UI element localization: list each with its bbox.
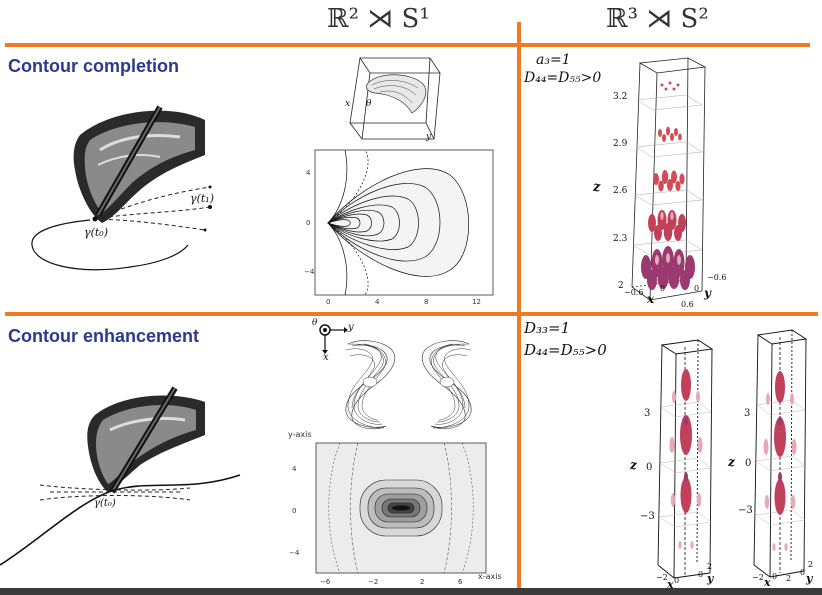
glyphs-level-5 [641, 246, 695, 290]
enhancement-ztick-neg3: −3 [640, 511, 655, 522]
completion-ytick-0: 0 [306, 219, 311, 227]
enh2-ytick-zero: 0 [800, 568, 806, 577]
title-contour-completion: Contour completion [8, 56, 179, 76]
enh2-y-label: y [806, 572, 813, 585]
glyphs-level-3 [653, 170, 685, 192]
label-gamma-t0-enhancement: γ(t₀) [94, 498, 116, 509]
enh2-ytick-pos: 2 [808, 560, 814, 569]
completion-xtick-8: 8 [424, 298, 429, 306]
header-left-group: ℝ² ⋊ S¹ [327, 4, 430, 34]
bottom-bar [0, 588, 822, 595]
completion-xtick-12: 12 [472, 298, 481, 306]
enh2-x-label: x [764, 576, 771, 589]
enh-x-label: x [667, 578, 674, 591]
box-label-y: y [426, 132, 432, 142]
glyphs-level-1 [660, 81, 680, 91]
glyph-column-enhancement-2 [753, 329, 808, 578]
enh2-xtick-zero: 0 [772, 572, 778, 581]
glyph-column-completion [631, 57, 707, 301]
enhancement-xtick-6: 6 [458, 578, 463, 586]
legend-x: x [323, 352, 329, 363]
enh-ytick-pos: 2 [707, 562, 713, 571]
label-gamma-t1-completion: γ(t₁) [190, 192, 214, 205]
completion-xtick-0: 0 [326, 298, 331, 306]
enhancement2-ztick-neg3: −3 [738, 505, 753, 516]
completion-ztick-2-6: 2.6 [613, 186, 628, 196]
completion-ytick-neg: −0.6 [707, 273, 727, 282]
completion-ztick-2-9: 2.9 [613, 139, 628, 149]
completion-ytick-zero: 0 [694, 284, 700, 293]
header-right-group: ℝ³ ⋊ S² [606, 4, 709, 34]
box-3d-completion [349, 57, 441, 140]
completion-y-label: y [704, 286, 711, 300]
enh-xtick-neg: −2 [656, 573, 668, 582]
completion-z-label: z [593, 180, 601, 195]
box-label-x: x [345, 99, 351, 109]
glyphs-level-4 [648, 210, 686, 241]
enhancement-ytick-4: 4 [292, 465, 297, 473]
enhancement-xtick-neg2: −2 [368, 578, 379, 586]
enh-xtick-zero: 0 [674, 576, 680, 585]
twisted-surface-right [421, 340, 472, 430]
contour-plot-completion [314, 149, 494, 296]
enh2-xtick-neg: −2 [752, 573, 764, 582]
enhancement-ytick-neg4: −4 [289, 549, 300, 557]
completion-ytick-4: 4 [306, 169, 311, 177]
param-d44-d55-enh: D₄₄=D₅₅>0 [524, 341, 607, 359]
completion-xtick-4: 4 [375, 298, 380, 306]
completion-ztick-3-2: 3.2 [613, 92, 628, 102]
glyph-column-enhancement-1 [657, 339, 714, 579]
glyphs-level-2 [658, 126, 682, 142]
enhancement-ztick-3: 3 [644, 408, 651, 419]
completion-xtick-zero: 0 [660, 284, 666, 293]
enh2-xtick-pos: 2 [786, 574, 792, 583]
hand-drawing-completion [31, 105, 212, 271]
enhancement-ytick-0: 0 [292, 507, 297, 515]
box-label-theta: θ [366, 99, 372, 109]
param-d44-d55: D₄₄=D₅₅>0 [524, 70, 602, 86]
enh-y-label: y [707, 572, 714, 585]
enhancement2-ztick-0: 0 [745, 458, 752, 469]
enhancement-xaxis-label: x-axis [478, 572, 502, 581]
enhancement-z-label: z [630, 458, 637, 472]
enh-ytick-zero: 0 [698, 570, 704, 579]
axis-legend-icon [319, 324, 348, 354]
title-contour-enhancement: Contour enhancement [8, 326, 200, 346]
param-a3: a₃=1 [536, 52, 571, 68]
enhancement-xtick-neg6: −6 [320, 578, 331, 586]
completion-x-label: x [647, 292, 655, 306]
contour-plot-enhancement [315, 442, 487, 574]
param-d33: D₃₃=1 [524, 319, 571, 337]
completion-ytick-neg4: −4 [304, 268, 315, 276]
enhancement-ztick-0: 0 [646, 462, 653, 473]
legend-theta: θ [312, 318, 318, 328]
enhancement2-ztick-3: 3 [744, 408, 751, 419]
completion-ztick-2-3: 2.3 [613, 234, 628, 244]
enhancement-xtick-2: 2 [420, 578, 425, 586]
completion-ztick-2: 2 [618, 281, 624, 291]
enhancement2-z-label: z [728, 455, 735, 469]
twisted-surface-left [345, 340, 396, 430]
completion-xtick-neg: −0.6 [624, 288, 644, 297]
label-gamma-t0-completion: γ(t₀) [84, 226, 108, 239]
completion-xtick-pos: 0.6 [681, 300, 694, 309]
legend-y: y [348, 322, 354, 333]
enhancement-yaxis-label: y-axis [288, 430, 312, 439]
hand-drawing-enhancement [0, 386, 241, 566]
